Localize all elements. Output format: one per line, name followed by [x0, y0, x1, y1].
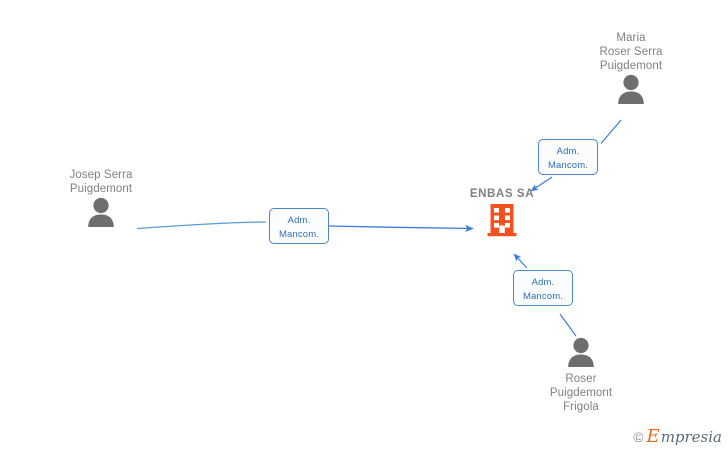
relation-label-josep[interactable]: Adm. Mancom.	[269, 208, 329, 244]
watermark-empresia: © E mpresia	[633, 428, 722, 446]
relation-line-1: Adm.	[287, 215, 311, 226]
relation-label-roser[interactable]: Adm. Mancom.	[513, 270, 573, 306]
company-name-label: ENBAS SA	[469, 188, 535, 200]
person-icon	[618, 74, 644, 104]
relation-line-2: Mancom.	[547, 160, 589, 171]
person-node-maria[interactable]: Maria Roser Serra Puigdemont	[556, 31, 706, 105]
person-label-roser: Roser Puigdemont Frigola	[549, 373, 613, 413]
relation-line-1: Adm.	[531, 277, 555, 288]
person-icon	[88, 197, 114, 227]
copyright-icon: ©	[633, 429, 644, 445]
brand-initial: E	[646, 426, 660, 447]
brand-name: mpresia	[660, 427, 722, 446]
relation-line-1: Adm.	[556, 146, 580, 157]
relation-label-maria[interactable]: Adm. Mancom.	[538, 139, 598, 175]
relation-line-2: Mancom.	[278, 229, 320, 240]
person-icon	[568, 337, 594, 367]
edge-roser-to-company-upper	[513, 253, 528, 269]
edge-roser-to-company-lower	[559, 313, 577, 337]
company-node-enbas[interactable]: ENBAS SA	[427, 187, 577, 237]
person-label-maria: Maria Roser Serra Puigdemont	[599, 32, 663, 72]
person-node-josep[interactable]: Josep Serra Puigdemont	[26, 168, 176, 228]
person-label-josep: Josep Serra Puigdemont	[69, 169, 133, 195]
building-icon	[487, 204, 517, 237]
person-node-roser[interactable]: Roser Puigdemont Frigola	[506, 336, 656, 414]
edge-maria-to-company-upper	[600, 119, 622, 144]
relation-line-2: Mancom.	[522, 291, 564, 302]
